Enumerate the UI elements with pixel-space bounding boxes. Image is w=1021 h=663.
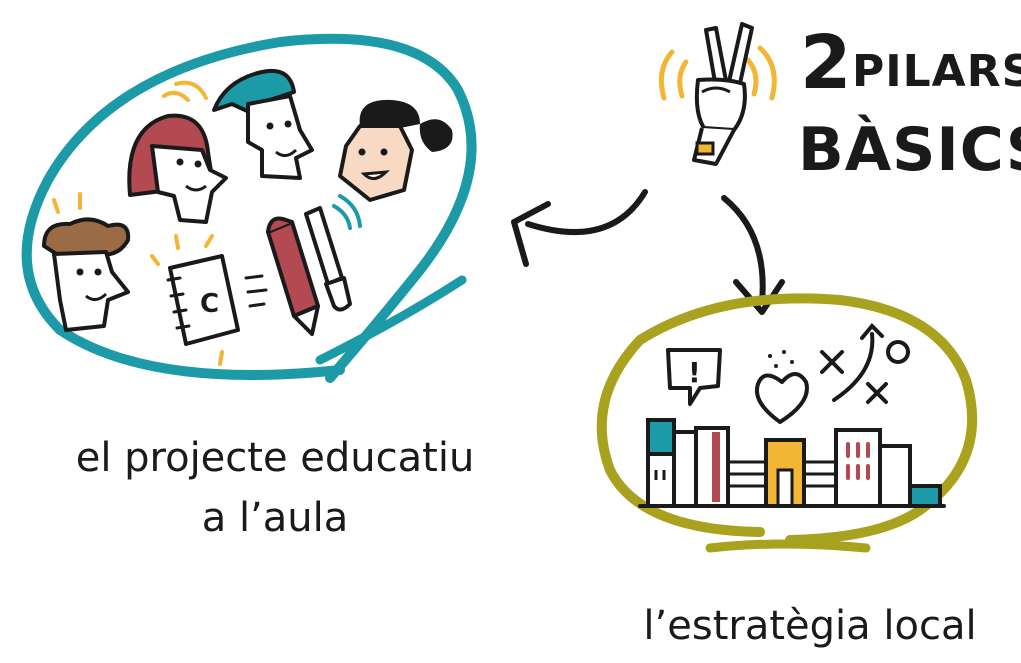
student-brown-hair-icon	[42, 192, 131, 332]
notebook-letter: C	[200, 289, 219, 319]
pillar-classroom-label-line2: a l’aula	[201, 495, 349, 541]
title-number: 2	[800, 20, 852, 106]
speech-bubble-icon: !	[666, 348, 722, 406]
pillar-local-label: l’estratègia local	[620, 598, 1000, 654]
student-bun-hair-icon	[338, 99, 453, 202]
heart-icon	[755, 350, 809, 424]
paintbrush-icon	[304, 194, 362, 312]
arrow-left	[511, 189, 648, 267]
pillar-classroom-label: el projecte educatiu a l’aula	[40, 428, 510, 548]
student-teal-hair-icon	[212, 69, 314, 180]
speech-bubble-mark: !	[688, 356, 701, 389]
student-red-hair-icon	[127, 80, 228, 224]
notebook-icon: C	[150, 234, 268, 366]
waving-hand-icon	[658, 22, 777, 166]
title-line1: PILARS	[852, 46, 1021, 97]
arrow-down	[721, 195, 785, 315]
strategy-play-icon	[820, 323, 910, 404]
pillar-local-label-line1: l’estratègia local	[643, 603, 977, 649]
title-line2: BÀSICS	[798, 114, 1021, 185]
pillar-classroom-circle	[21, 33, 477, 383]
city-skyline-icon	[638, 418, 946, 508]
pencil-icon	[266, 216, 320, 336]
pillar-classroom-label-line1: el projecte educatiu	[75, 435, 475, 481]
